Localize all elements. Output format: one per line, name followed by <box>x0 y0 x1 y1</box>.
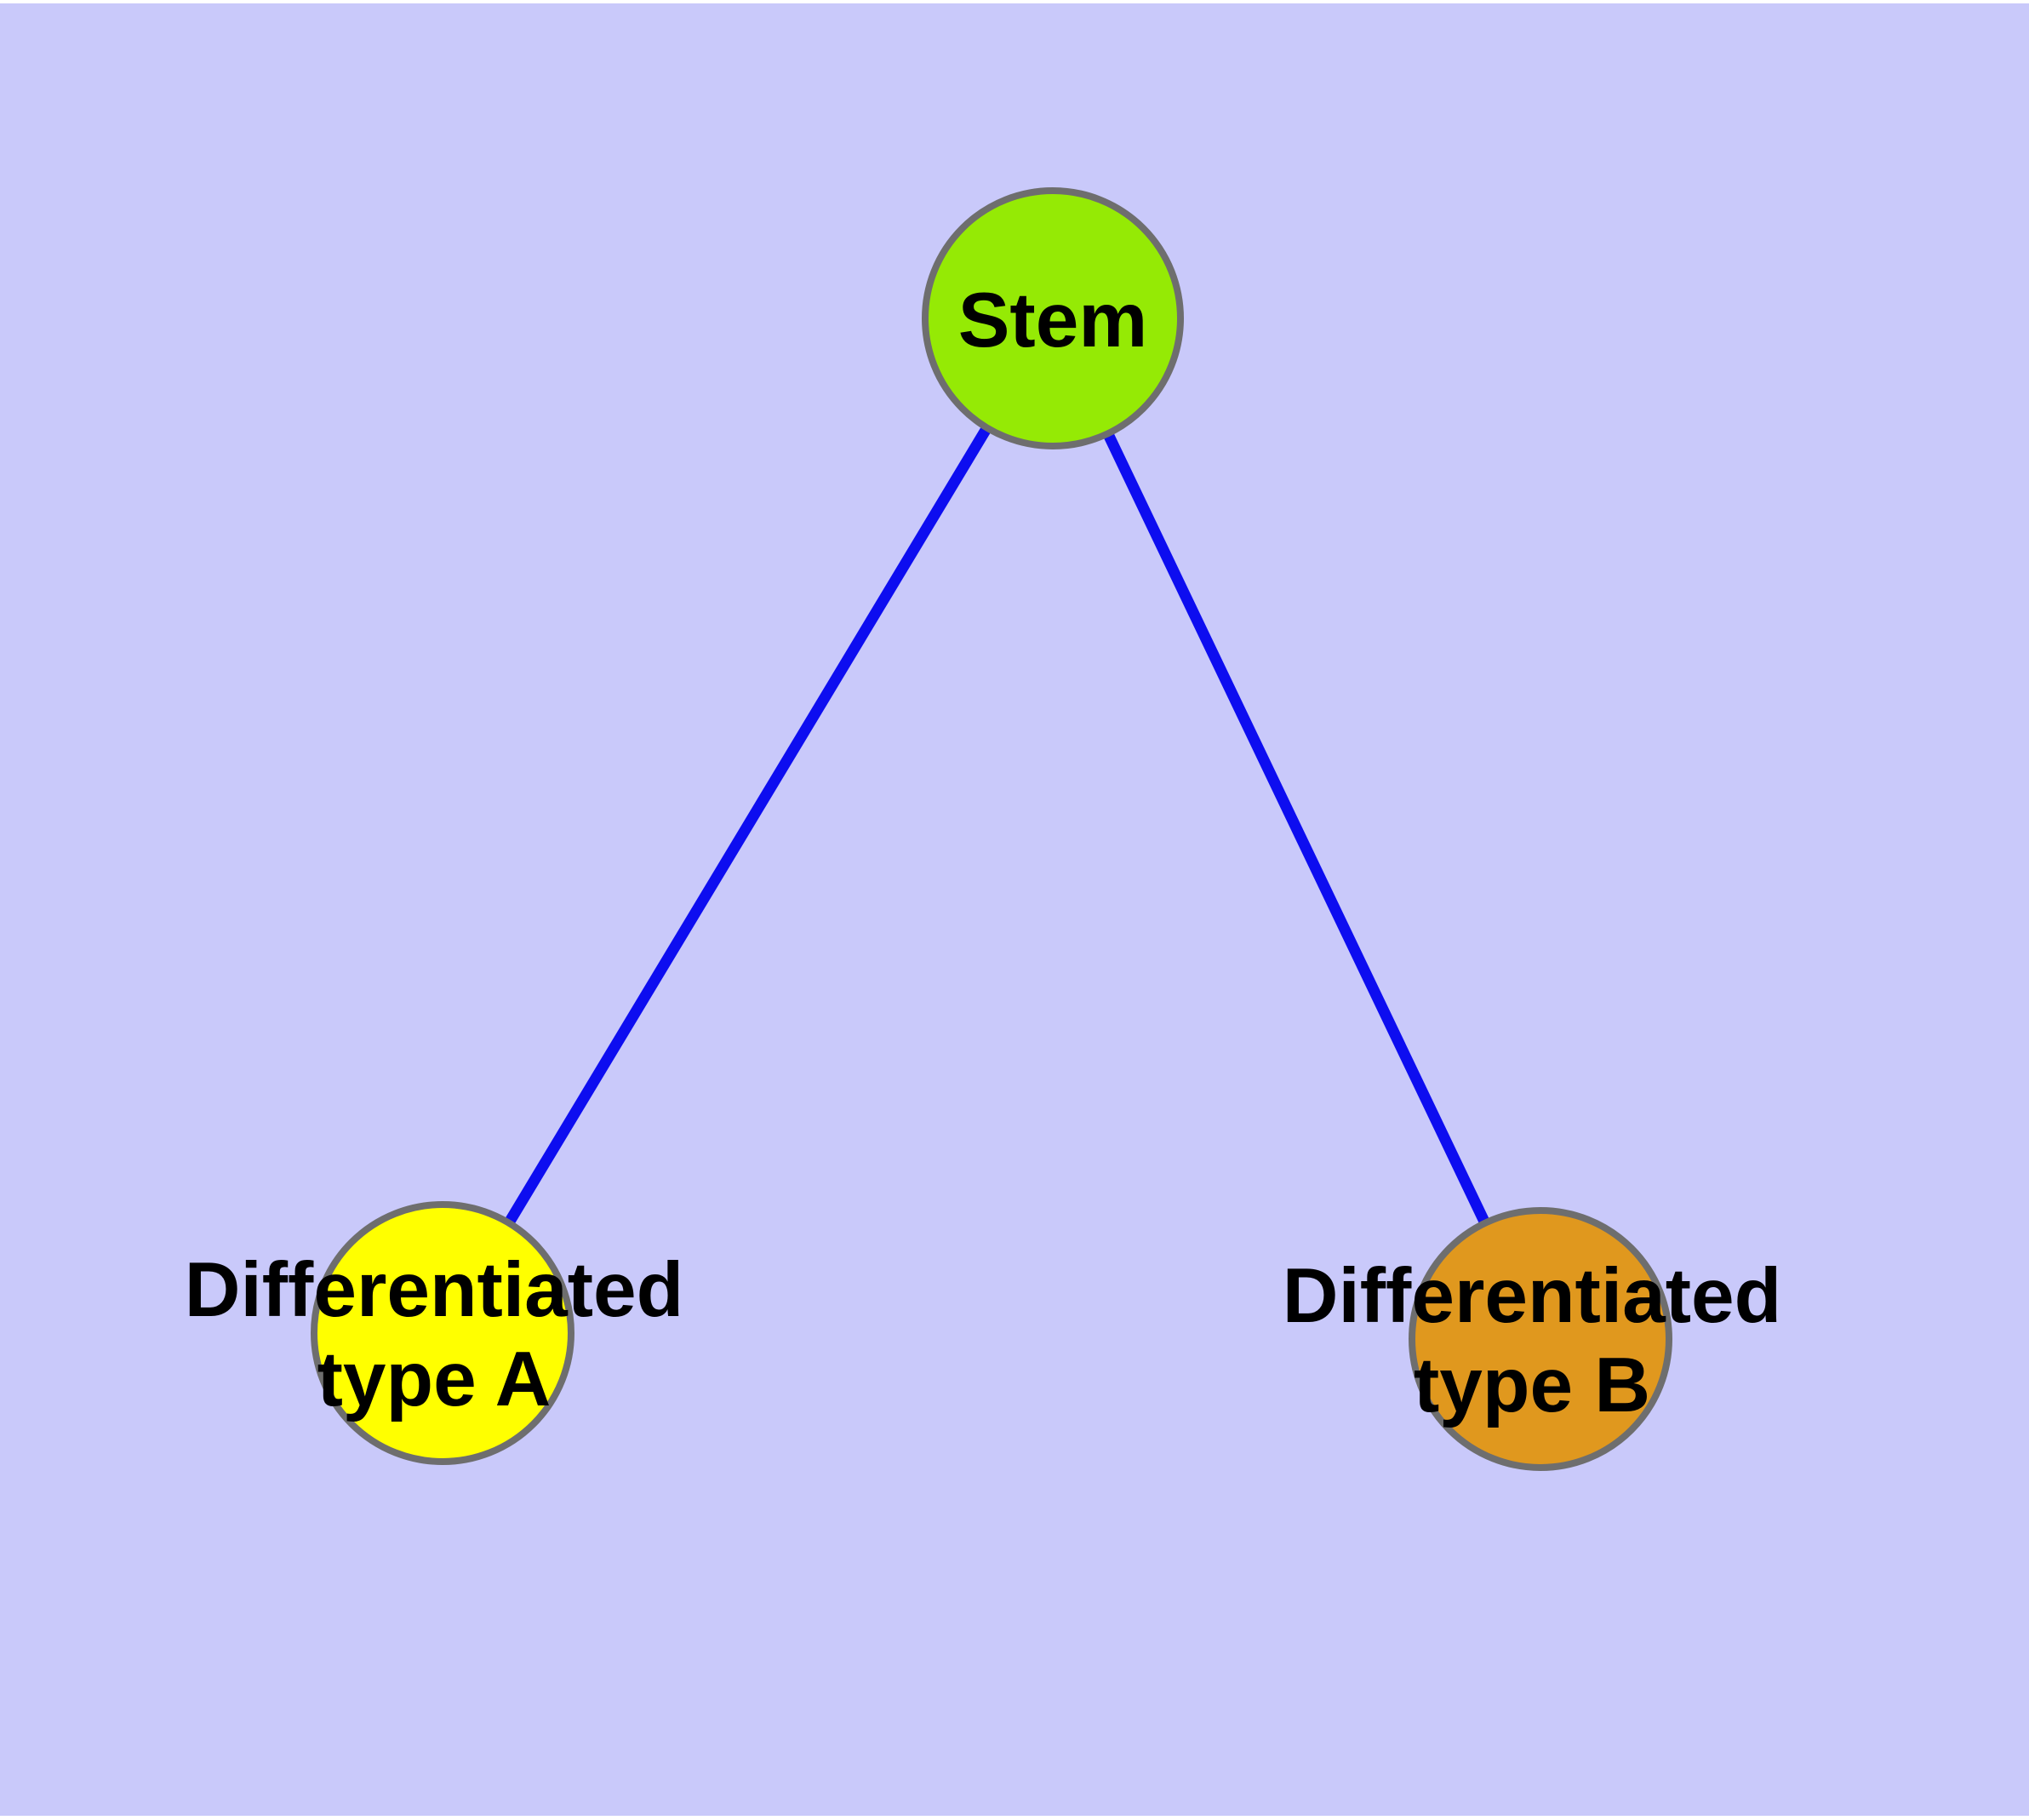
node-differentiated-type-b-label-line2: type B <box>1414 1342 1650 1428</box>
node-stem-label: Stem <box>958 278 1148 363</box>
node-stem-circle <box>922 187 1184 449</box>
edge-stem-to-type-a <box>437 315 1058 1336</box>
node-differentiated-type-b-circle <box>1409 1207 1672 1471</box>
node-differentiated-type-b-label-line1: Differentiated <box>1283 1253 1782 1339</box>
node-differentiated-type-a-label-line2: type A <box>317 1336 552 1422</box>
node-differentiated-type-a-circle <box>311 1201 574 1465</box>
node-differentiated-type-a-label-line1: Differentiated <box>185 1247 684 1333</box>
edge-stem-to-type-b <box>1048 316 1546 1342</box>
